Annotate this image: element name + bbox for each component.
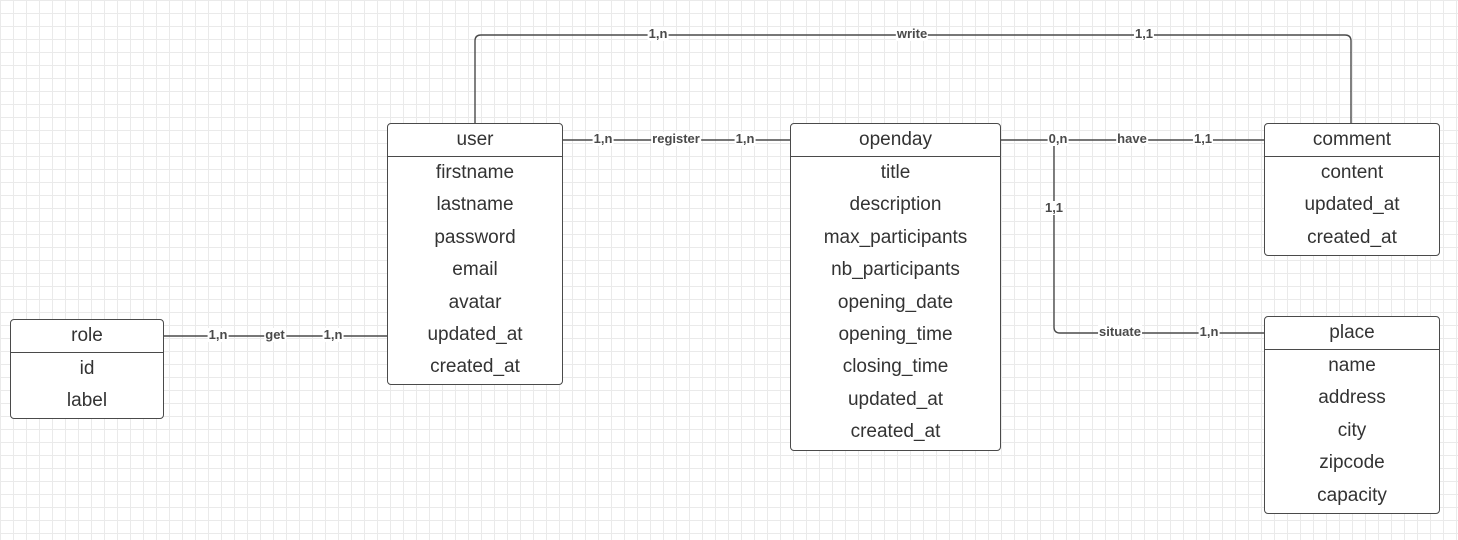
entity-openday[interactable]: openday title description max_participan… (790, 123, 1001, 451)
attribute: updated_at (1304, 194, 1400, 216)
write-label: write (895, 26, 929, 41)
have-card-openday: 0,n (1047, 131, 1069, 146)
attribute: title (880, 162, 911, 183)
entity-title: comment (1265, 124, 1439, 157)
attribute: created_at (1307, 226, 1397, 248)
situate-card-openday: 1,1 (1043, 200, 1065, 215)
situate-label: situate (1098, 324, 1142, 339)
get-label: get (264, 327, 286, 342)
attribute: lastname (436, 194, 514, 216)
attribute: nb_participants (831, 259, 960, 281)
attribute: capacity (1317, 484, 1387, 506)
write-connector (474, 34, 1352, 123)
register-card-user: 1,n (592, 131, 614, 146)
attribute: closing_time (842, 356, 949, 378)
attribute: description (849, 194, 942, 216)
register-label: register (651, 131, 701, 146)
get-card-role: 1,n (207, 327, 229, 342)
entity-title: role (11, 320, 163, 353)
write-card-comment: 1,1 (1133, 26, 1155, 41)
attribute: zipcode (1319, 452, 1385, 474)
situate-card-place: 1,n (1198, 324, 1220, 339)
attribute: created_at (430, 356, 520, 378)
attribute: label (66, 390, 108, 412)
have-card-comment: 1,1 (1192, 131, 1214, 146)
have-label: have (1116, 131, 1148, 146)
attribute: id (79, 358, 95, 379)
register-card-openday: 1,n (734, 131, 756, 146)
write-card-user: 1,n (647, 26, 669, 41)
attribute: updated_at (847, 388, 944, 410)
attribute: updated_at (427, 323, 523, 345)
entity-title: place (1265, 317, 1439, 350)
attribute: email (452, 259, 498, 281)
situate-connector (1053, 140, 1264, 334)
entity-title: openday (791, 124, 1000, 157)
attribute: password (434, 226, 516, 248)
entity-title: user (388, 124, 562, 157)
attribute: max_participants (823, 226, 968, 248)
attribute: address (1318, 387, 1386, 409)
attribute: created_at (850, 421, 941, 443)
entity-comment[interactable]: comment content updated_at created_at (1264, 123, 1440, 256)
attribute: name (1328, 355, 1376, 376)
attribute: opening_time (838, 323, 953, 345)
attribute: city (1337, 419, 1367, 441)
get-card-user: 1,n (322, 327, 344, 342)
attribute: firstname (435, 162, 515, 183)
attribute: content (1320, 162, 1384, 183)
attribute: opening_date (837, 291, 954, 313)
entity-user[interactable]: user firstname lastname password email a… (387, 123, 563, 385)
entity-place[interactable]: place name address city zipcode capacity (1264, 316, 1440, 514)
entity-role[interactable]: role id label (10, 319, 164, 419)
attribute: avatar (448, 291, 502, 313)
